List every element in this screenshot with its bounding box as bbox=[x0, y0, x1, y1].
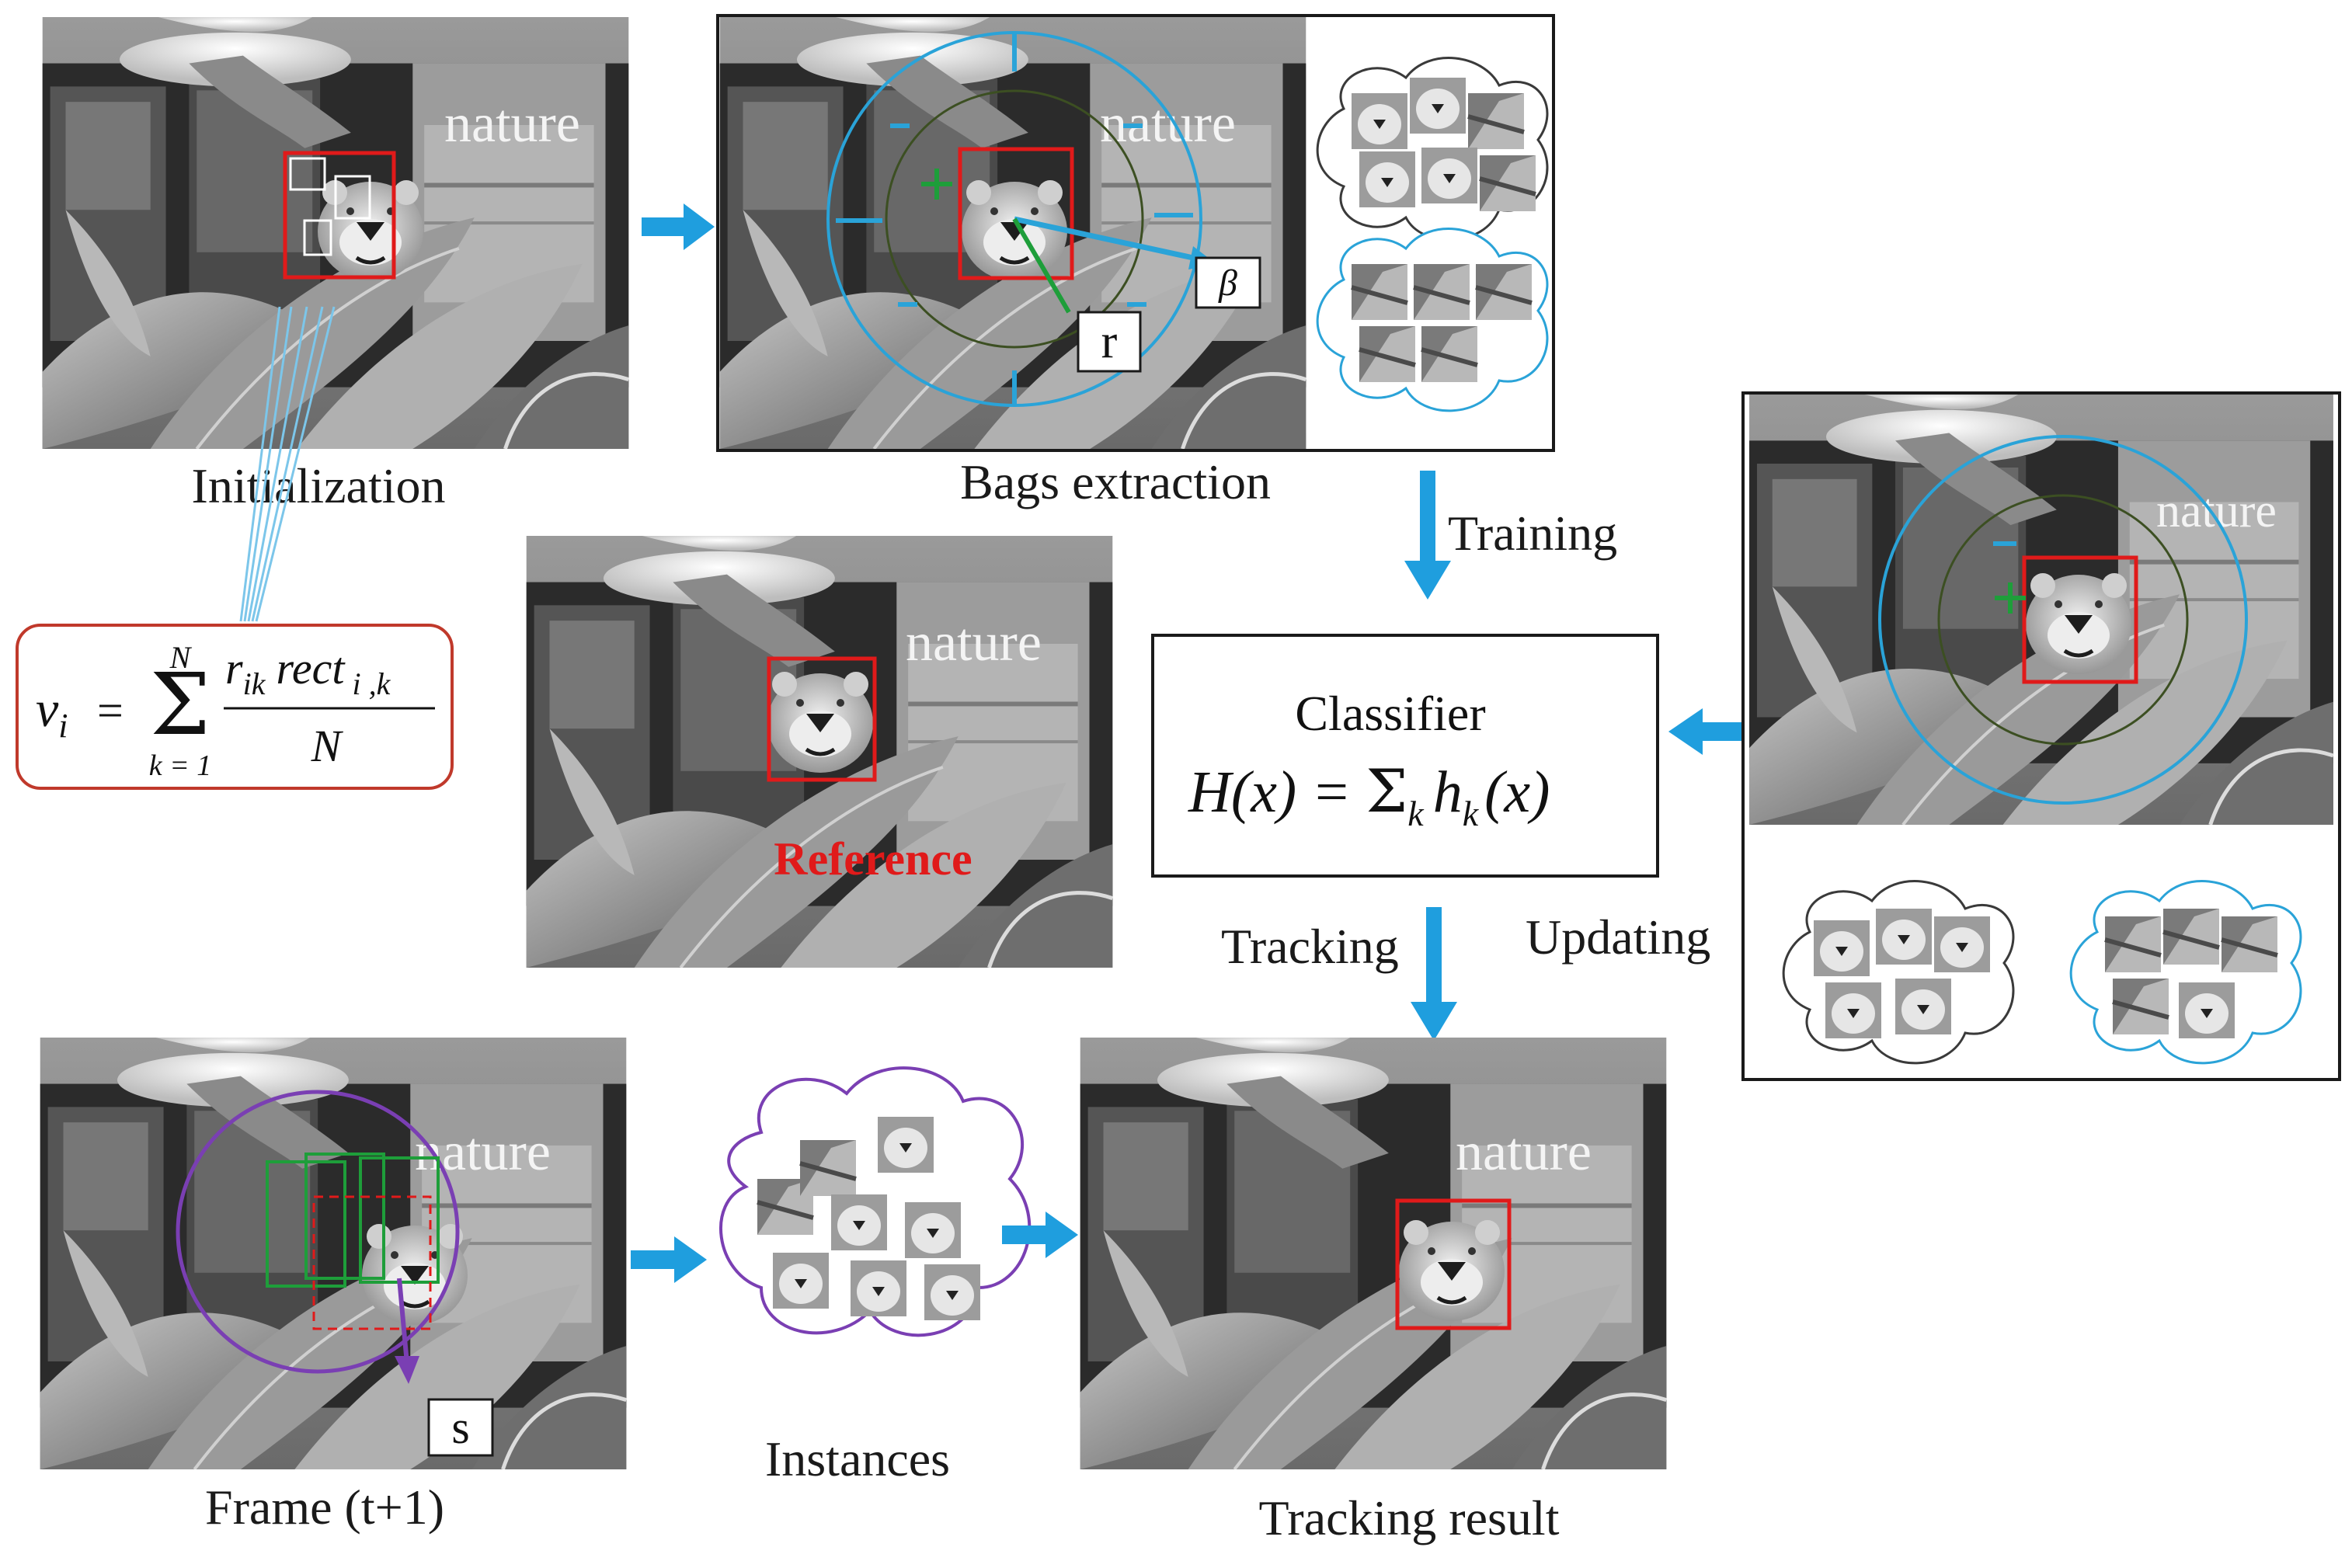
bags-extraction-label: Bags extraction bbox=[960, 454, 1271, 509]
frame-label: Frame (t+1) bbox=[205, 1479, 444, 1535]
reference-image: nature Reference bbox=[527, 536, 1113, 968]
svg-text:vi: vi bbox=[36, 681, 68, 745]
updating-label: Updating bbox=[1526, 909, 1710, 965]
outer-circle bbox=[1878, 435, 2248, 805]
target-box bbox=[1395, 1198, 1512, 1330]
updating-panel: nature bbox=[1741, 391, 2341, 1081]
rect-feature bbox=[303, 219, 332, 256]
rect-feature bbox=[334, 175, 371, 220]
arrow-right bbox=[1002, 1212, 1078, 1258]
target-box bbox=[2022, 555, 2138, 684]
bags-extraction-panel: nature β r bbox=[716, 14, 1555, 452]
s-arrow bbox=[397, 1278, 409, 1365]
nature-text: nature bbox=[2156, 485, 2277, 537]
negative-bag-cloud bbox=[1316, 228, 1549, 412]
nature-text: nature bbox=[1100, 94, 1236, 154]
tracking-result-image: nature bbox=[1080, 1038, 1667, 1469]
nature-text: nature bbox=[444, 94, 580, 154]
target-box bbox=[767, 656, 877, 782]
svg-text:Σ: Σ bbox=[150, 655, 210, 754]
instances-label: Instances bbox=[765, 1431, 950, 1486]
inner-circle bbox=[1937, 494, 2189, 746]
tracking-label: Tracking bbox=[1221, 919, 1399, 974]
reference-label: Reference bbox=[774, 833, 972, 885]
feature-lines bbox=[239, 306, 336, 622]
search-circle bbox=[176, 1090, 460, 1374]
training-arrow bbox=[1404, 471, 1451, 600]
r-label: r bbox=[1101, 315, 1118, 368]
beta-arrow bbox=[1014, 216, 1194, 261]
initialization-image: nature bbox=[43, 17, 629, 449]
nature-text: nature bbox=[906, 613, 1042, 673]
classifier-title: Classifier bbox=[1295, 686, 1485, 741]
target-box bbox=[958, 147, 1074, 280]
beta-label: β bbox=[1218, 262, 1237, 304]
instances-cloud bbox=[719, 1066, 1032, 1337]
positive-bag-cloud bbox=[1316, 57, 1549, 242]
svg-text:N: N bbox=[169, 640, 193, 675]
svg-text:N: N bbox=[311, 721, 344, 771]
tracking-arrow bbox=[1411, 907, 1457, 1041]
rect-feature bbox=[289, 157, 326, 191]
svg-text:=: = bbox=[97, 685, 124, 736]
svg-text:k = 1: k = 1 bbox=[149, 749, 212, 782]
inner-circle bbox=[885, 89, 1144, 349]
target-box bbox=[283, 151, 396, 280]
training-label: Training bbox=[1448, 506, 1617, 561]
s-label: s bbox=[451, 1402, 469, 1453]
frame-image: nature s bbox=[40, 1038, 627, 1469]
nature-text: nature bbox=[1456, 1122, 1592, 1182]
updating-arrow bbox=[1668, 708, 1745, 755]
arrow-right bbox=[631, 1236, 707, 1283]
initialization-label: Initialization bbox=[192, 458, 446, 513]
nature-text: nature bbox=[415, 1122, 551, 1182]
arrow-right bbox=[642, 203, 715, 250]
tracking-result-label: Tracking result bbox=[1259, 1490, 1560, 1545]
